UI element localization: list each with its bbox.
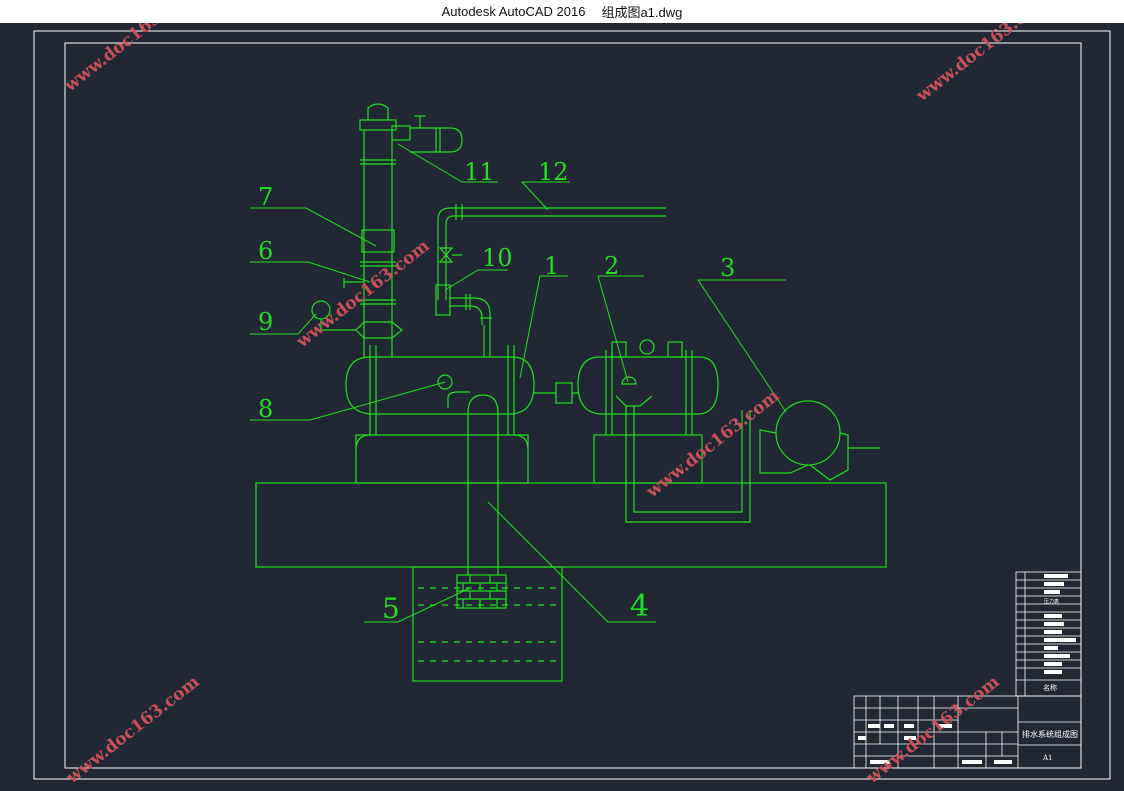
callout-5: 5: [382, 592, 400, 625]
outer-border: [33, 30, 1111, 780]
watermark-3: www.doc163.com: [292, 236, 433, 353]
window-title-bar: Autodesk AutoCAD 2016 组成图a1.dwg: [0, 0, 1124, 23]
parts-name-header: 名称: [1043, 683, 1057, 692]
parts-row-label: 压力表: [1044, 598, 1059, 605]
foundation-slab: [255, 482, 887, 568]
watermark-1: www.doc163.com: [60, 23, 201, 97]
callout-9: 9: [258, 308, 273, 336]
watermark-5: www.doc163.com: [62, 672, 203, 787]
callout-3: 3: [720, 254, 735, 282]
callout-2: 2: [604, 252, 619, 280]
file-name: 组成图a1.dwg: [601, 5, 683, 20]
callout-6: 6: [258, 237, 273, 265]
parts-list-fills: [1044, 574, 1076, 674]
callout-11: 11: [464, 158, 495, 186]
watermark-6: www.doc163.com: [862, 672, 1003, 787]
leader-lines: [250, 143, 787, 623]
callout-12: 12: [538, 158, 569, 186]
pump-2-body: [577, 356, 719, 415]
title-block: [853, 695, 1082, 769]
sheet-size: A1: [1042, 754, 1053, 762]
schematic: [255, 103, 887, 682]
pump-1-body: [345, 356, 535, 415]
callout-1: 1: [544, 252, 559, 280]
watermark-2: www.doc163.com: [912, 23, 1053, 107]
inner-border: [64, 42, 1082, 769]
callout-10: 10: [482, 244, 513, 272]
app-title: Autodesk AutoCAD 2016: [441, 4, 586, 19]
callout-4: 4: [630, 589, 649, 624]
callout-numbers: 1 2 3 4 5 6 7 8 9 10 11 12: [258, 158, 735, 625]
watermarks: www.doc163.com www.doc163.com www.doc163…: [60, 0, 1053, 789]
callout-8: 8: [258, 395, 273, 423]
callout-7: 7: [258, 183, 273, 211]
sump-pit: [412, 566, 563, 682]
drawing-title: 排水系统组成图: [1022, 729, 1078, 739]
title-block-fills: [858, 724, 1012, 764]
watermark-4: www.doc163.com: [642, 386, 783, 503]
